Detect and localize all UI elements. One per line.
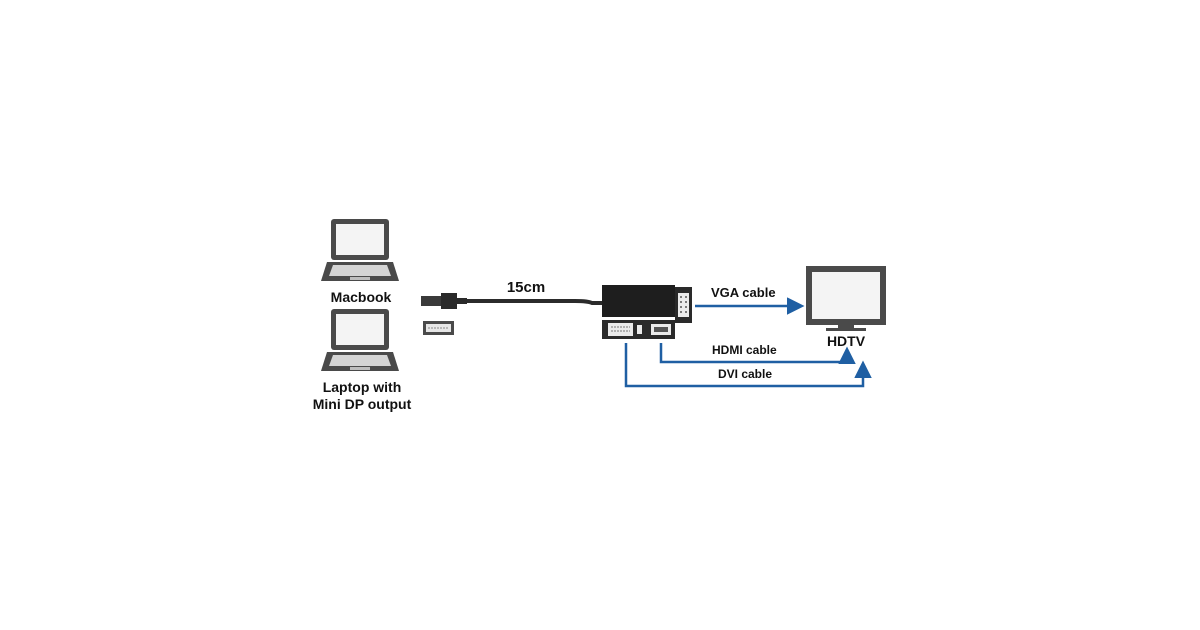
laptop-label-line1: Laptop with bbox=[322, 379, 402, 395]
cable-length-label: 15cm bbox=[506, 279, 546, 296]
dvi-cable-label: DVI cable bbox=[718, 367, 773, 381]
hdmi-cable-arrow bbox=[659, 343, 856, 364]
laptop-label: Laptop with Mini DP output bbox=[313, 379, 412, 413]
macbook-label: Macbook bbox=[330, 289, 392, 305]
adapter-box-icon bbox=[602, 285, 692, 339]
mini-dp-plug-icon bbox=[421, 293, 467, 309]
adapter-cable bbox=[467, 299, 603, 305]
vga-cable-label: VGA cable bbox=[711, 285, 776, 300]
macbook-icon bbox=[321, 219, 399, 281]
dvi-cable-arrow bbox=[624, 343, 872, 388]
laptop-label-line2: Mini DP output bbox=[312, 396, 412, 412]
mini-dp-port-icon bbox=[423, 321, 454, 335]
hdtv-label: HDTV bbox=[826, 333, 866, 349]
hdmi-cable-label: HDMI cable bbox=[712, 343, 777, 357]
tv-monitor-icon bbox=[806, 266, 886, 331]
laptop-icon bbox=[321, 309, 399, 371]
